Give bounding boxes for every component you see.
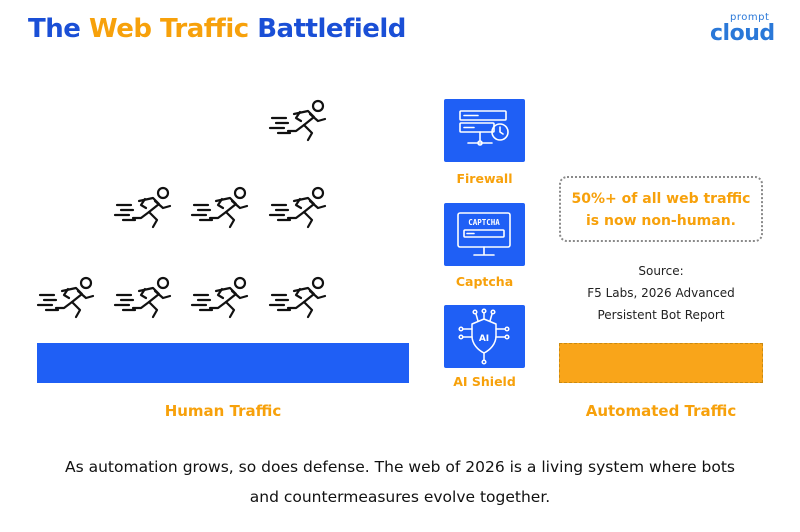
- page-title: The Web Traffic Battlefield: [28, 14, 406, 44]
- svg-text:CAPTCHA: CAPTCHA: [468, 218, 500, 227]
- human-traffic-bar: [37, 343, 409, 383]
- stat-line-2: is now non-human.: [585, 213, 736, 229]
- title-part-3: Battlefield: [248, 14, 406, 44]
- footer-caption: As automation grows, so does defense. Th…: [20, 452, 780, 512]
- stat-callout: 50%+ of all web traffic is now non-human…: [559, 176, 763, 242]
- stat-line-1: 50%+ of all web traffic: [571, 191, 751, 207]
- source-line-2: F5 Labs, 2026 Advanced: [587, 286, 735, 300]
- captcha-monitor-icon: CAPTCHA: [444, 203, 525, 266]
- logo-top-text: prompt: [730, 12, 770, 23]
- firewall-label: Firewall: [456, 171, 513, 186]
- running-person-icon: [268, 275, 332, 319]
- running-person-icon: [113, 185, 177, 229]
- captcha-label: Captcha: [455, 274, 514, 289]
- source-citation: Source: F5 Labs, 2026 Advanced Persisten…: [559, 260, 763, 326]
- source-line-1: Source:: [638, 264, 684, 278]
- logo-main-text: cloud: [710, 21, 775, 46]
- running-person-icon: [268, 185, 332, 229]
- title-part-1: The: [28, 14, 89, 44]
- automated-traffic-bar: [559, 343, 763, 383]
- running-person-icon: [190, 185, 254, 229]
- automated-traffic-label: Automated Traffic: [585, 402, 737, 420]
- promptcloud-logo: prompt cloud: [706, 12, 782, 48]
- ai-shield-label: AI Shield: [453, 374, 516, 389]
- footer-line-2: and countermeasures evolve together.: [249, 488, 551, 506]
- firewall-server-icon: [444, 99, 525, 162]
- source-line-3: Persistent Bot Report: [597, 308, 725, 322]
- title-part-2: Web Traffic: [88, 14, 249, 44]
- running-person-icon: [113, 275, 177, 319]
- ai-shield-icon: AI: [444, 305, 525, 368]
- running-person-icon: [268, 98, 332, 142]
- running-person-icon: [36, 275, 100, 319]
- svg-text:AI: AI: [479, 334, 489, 344]
- footer-line-1: As automation grows, so does defense. Th…: [64, 458, 736, 476]
- human-traffic-label: Human Traffic: [164, 402, 282, 420]
- running-person-icon: [190, 275, 254, 319]
